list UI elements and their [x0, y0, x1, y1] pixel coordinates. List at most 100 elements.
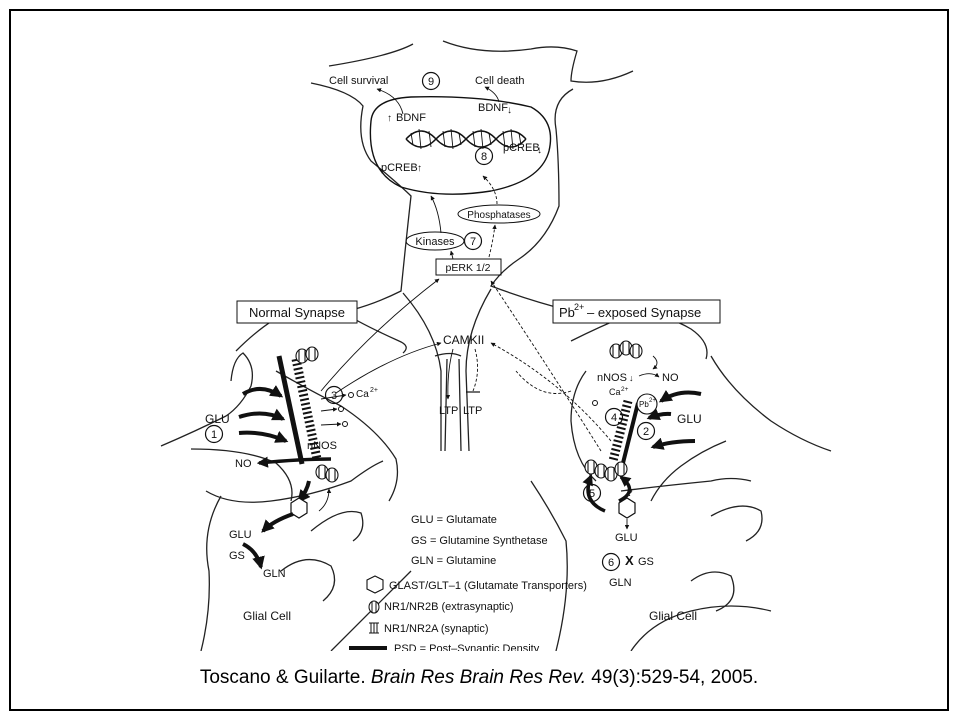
cell-survival-label: Cell survival [329, 75, 388, 87]
right-glia-gs-label: GS [638, 556, 654, 568]
calcium-ion-icon [339, 407, 344, 412]
pb-ion-label: Pb [639, 400, 649, 409]
pcreb-up-arrow-icon: ↑ [417, 163, 422, 174]
glu-to-transporter-arrow [299, 481, 309, 501]
left-glial-cell-label: Glial Cell [243, 609, 291, 623]
pb-synapse-title-pb: Pb [559, 305, 575, 320]
nr2b-receptor-icon [610, 341, 642, 358]
legend-glu: GLU = Glutamate [411, 514, 497, 526]
pb-ion-superscript: 2+ [649, 398, 656, 404]
right-glia-glu-label: GLU [615, 532, 638, 544]
nr2b-receptor-icon [316, 465, 338, 482]
normal-ca-label: Ca [356, 389, 369, 400]
ltp-left-label: LTP [439, 405, 458, 417]
pcreb-up-label: pCREB [381, 162, 418, 174]
glu-to-gln-arrow [243, 544, 261, 567]
pb-synapse-title-sup: 2+ [574, 302, 584, 312]
normal-to-camkii-arrow [336, 343, 441, 393]
pcreb-down-label: pCREB [503, 142, 540, 154]
left-glia: GLU GS GLN Glial Cell [229, 498, 307, 623]
legend-transporter-icon [367, 576, 383, 593]
camkii-inhibit-line [473, 349, 478, 391]
legend-nr2b: NR1/NR2B (extrasynaptic) [384, 601, 514, 613]
kinases-to-nucleus-arrow [431, 196, 441, 233]
kinases-label: Kinases [415, 236, 455, 248]
pb-glu-release-arrow [653, 441, 695, 447]
citation: Toscano & Guilarte. Brain Res Brain Res … [11, 667, 947, 689]
step-8-number: 8 [481, 151, 487, 163]
pb-nnos-to-no-arrow [639, 374, 659, 377]
step-4-number: 4 [611, 412, 617, 424]
left-glia-gln-label: GLN [263, 568, 286, 580]
calcium-ion-icon [349, 393, 354, 398]
step-7-number: 7 [470, 236, 476, 248]
camkii-label: CAMKII [443, 333, 484, 347]
synapse-diagram: Cell survival 9 Cell death ↑ BDNF BDNF ↓… [11, 11, 947, 651]
normal-to-perk-arrow [321, 279, 439, 391]
step-3-number: 3 [331, 390, 337, 402]
transporter-to-receptor-arrow [319, 489, 329, 511]
bdnf-up-label: BDNF [396, 112, 426, 124]
pb-ca-label: Ca [609, 387, 621, 397]
legend-glast: GLAST/GLT–1 (Glutamate Transporters) [389, 580, 587, 592]
blocked-x-mark: X [625, 553, 634, 568]
bdnf-to-survival-arrow [377, 89, 403, 114]
glast-transporter-icon [619, 498, 635, 518]
pb-psd-thick-bar [613, 401, 638, 463]
normal-ca-superscript: 2+ [370, 387, 378, 394]
glu-release-arrow [243, 389, 281, 396]
legend-gs: GS = Glutamine Synthetase [411, 535, 548, 547]
right-glial-cell-label: Glial Cell [649, 609, 697, 623]
pb-question-mark: ? [627, 488, 633, 499]
calcium-influx-arrow [321, 424, 341, 425]
slide-frame: Cell survival 9 Cell death ↑ BDNF BDNF ↓… [9, 9, 949, 711]
nnos-to-no-arrow [259, 459, 331, 463]
perk-to-kinases-arrow [451, 251, 453, 259]
nr2b-receptor-icon [296, 347, 318, 363]
calcium-ion-icon [593, 401, 598, 406]
pb-glu-label: GLU [677, 412, 702, 426]
citation-journal: Brain Res Brain Res Rev. [371, 667, 586, 688]
phosphatases-label: Phosphatases [467, 210, 530, 221]
step-2-number: 2 [643, 426, 649, 438]
step-6-number: 6 [608, 557, 614, 569]
normal-synapse-title: Normal Synapse [249, 305, 345, 320]
perk-to-phosphatases-arrow [489, 225, 495, 257]
legend-psd: PSD = Post–Synaptic Density [394, 643, 540, 651]
calcium-ion-icon [343, 422, 348, 427]
pb-nnos-down-arrow-icon: ↓ [629, 373, 634, 383]
glu-release-arrow [239, 433, 286, 441]
pcreb-down-arrow-icon: ↓ [537, 145, 542, 156]
normal-nnos-label: nNOS [307, 440, 337, 452]
left-glia-gs-label: GS [229, 550, 245, 562]
step-9-number: 9 [428, 76, 434, 88]
step-1-number: 1 [211, 429, 217, 441]
legend-nr2a: NR1/NR2A (synaptic) [384, 623, 489, 635]
left-glia-glu-label: GLU [229, 529, 252, 541]
transporter-to-glu-arrow [263, 514, 293, 531]
glast-transporter-icon [291, 498, 307, 518]
camkii-to-ltp-arrow [448, 349, 453, 399]
pb-synapse-title-rest: – exposed Synapse [587, 305, 701, 320]
legend-nr2b-icon [369, 601, 379, 613]
citation-details: 49(3):529-54, 2005. [591, 667, 758, 688]
right-glia-gln-label: GLN [609, 577, 632, 589]
bdnf-up-arrow-icon: ↑ [387, 113, 392, 124]
bdnf-down-label: BDNF [478, 102, 508, 114]
cell-death-label: Cell death [475, 75, 525, 87]
legend: GLU = Glutamate GS = Glutamine Synthetas… [349, 514, 587, 651]
pb-to-camkii-arrow [491, 343, 611, 441]
citation-authors: Toscano & Guilarte. [200, 667, 366, 688]
right-glia: GLU 6 X GS GLN Glial Cell [603, 498, 698, 623]
pb-ca-superscript: 2+ [621, 386, 629, 393]
bdnf-down-arrow-icon: ↓ [507, 105, 512, 116]
pb-nnos-label: nNOS [597, 372, 627, 384]
pb-no-label: NO [662, 372, 679, 384]
legend-gln: GLN = Glutamine [411, 555, 496, 567]
pb-glu-release-arrow [661, 393, 701, 401]
legend-nr2a-icon [369, 623, 379, 633]
pb-glu-release-arrow [649, 414, 671, 418]
normal-no-label: NO [235, 458, 252, 470]
normal-glu-label: GLU [205, 412, 230, 426]
perk-label: pERK 1/2 [446, 262, 491, 274]
